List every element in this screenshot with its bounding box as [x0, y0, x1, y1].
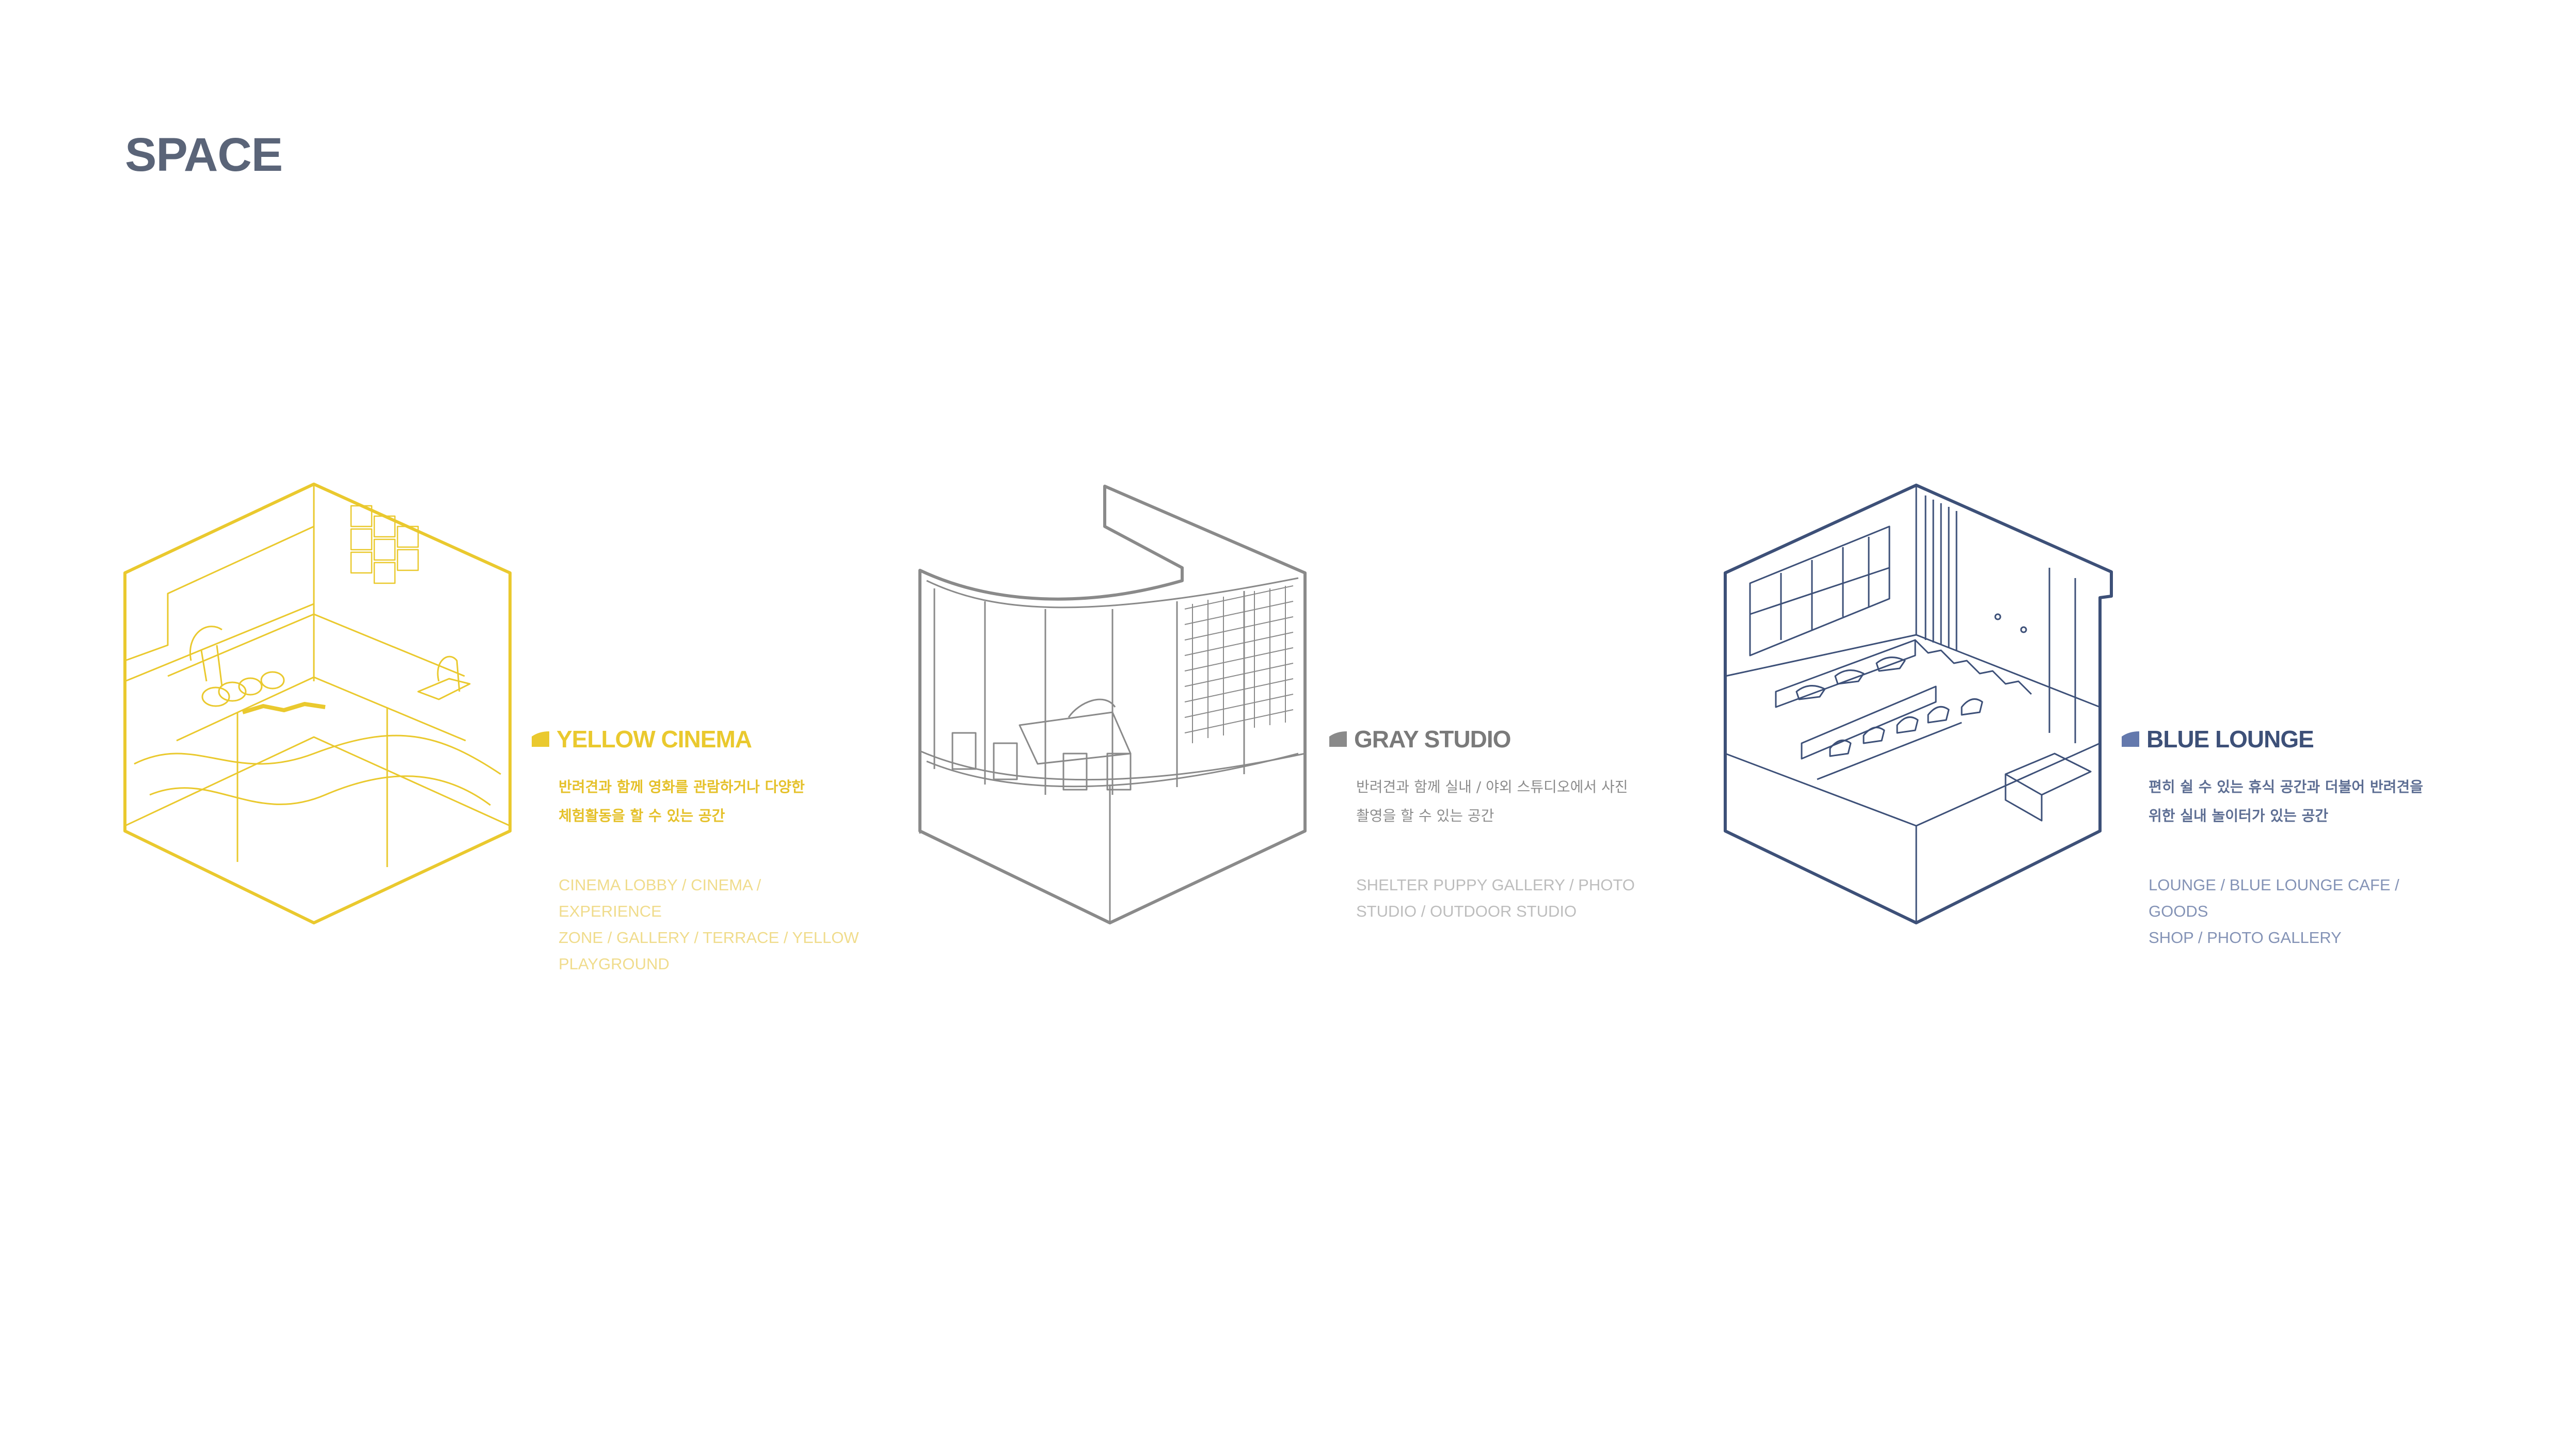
description-line: 반려견과 함께 영화를 관람하거나 다양한 — [559, 778, 805, 795]
description-line: 편히 쉴 수 있는 휴식 공간과 더불어 반려견을 — [2149, 778, 2423, 795]
page-title: SPACE — [125, 129, 283, 181]
tags-line: STUDIO / OUTDOOR STUDIO — [1356, 902, 1577, 920]
tags-line: SHOP / PHOTO GALLERY — [2149, 929, 2342, 947]
quarter-mark-icon — [1329, 731, 1347, 747]
yellow-cinema-description: 반려견과 함께 영화를 관람하거나 다양한 체험활동을 할 수 있는 공간 — [559, 773, 858, 830]
tags-line: SHELTER PUPPY GALLERY / PHOTO — [1356, 876, 1635, 894]
quarter-mark-icon — [532, 731, 549, 747]
description-line: 위한 실내 놀이터가 있는 공간 — [2149, 807, 2329, 824]
description-line: 체험활동을 할 수 있는 공간 — [559, 807, 725, 824]
yellow-cinema-tags: CINEMA LOBBY / CINEMA / EXPERIENCE ZONE … — [559, 872, 863, 977]
yellow-cinema-illustration — [119, 465, 532, 981]
tags-line: CINEMA LOBBY / CINEMA / EXPERIENCE — [559, 876, 761, 920]
blue-lounge-tags: LOUNGE / BLUE LOUNGE CAFE / GOODS SHOP /… — [2149, 872, 2453, 951]
yellow-cinema-title-row: YELLOW CINEMA — [532, 725, 862, 753]
blue-lounge-description: 편히 쉴 수 있는 휴식 공간과 더불어 반려견을 위한 실내 놀이터가 있는 … — [2149, 773, 2448, 830]
blue-lounge-title: BLUE LOUNGE — [2146, 726, 2314, 753]
description-line: 반려견과 함께 실내 / 야외 스튜디오에서 사진 — [1356, 778, 1628, 795]
quarter-mark-icon — [2122, 731, 2139, 747]
gray-studio-tags: SHELTER PUPPY GALLERY / PHOTO STUDIO / O… — [1356, 872, 1661, 924]
gray-studio-title-row: GRAY STUDIO — [1329, 725, 1660, 753]
gray-studio-illustration — [914, 465, 1327, 981]
yellow-cinema-title: YELLOW CINEMA — [556, 726, 752, 753]
tags-line: PLAYGROUND — [559, 955, 670, 973]
gray-studio-title: GRAY STUDIO — [1354, 726, 1511, 753]
description-line: 촬영을 할 수 있는 공간 — [1356, 807, 1494, 824]
tags-line: LOUNGE / BLUE LOUNGE CAFE / GOODS — [2149, 876, 2399, 920]
blue-lounge-label: BLUE LOUNGE 편히 쉴 수 있는 휴식 공간과 더불어 반려견을 위한… — [2122, 725, 2452, 951]
tags-line: ZONE / GALLERY / TERRACE / YELLOW — [559, 929, 859, 947]
gray-studio-label: GRAY STUDIO 반려견과 함께 실내 / 야외 스튜디오에서 사진 촬영… — [1329, 725, 1660, 924]
gray-studio-description: 반려견과 함께 실내 / 야외 스튜디오에서 사진 촬영을 할 수 있는 공간 — [1356, 773, 1656, 830]
yellow-cinema-label: YELLOW CINEMA 반려견과 함께 영화를 관람하거나 다양한 체험활동… — [532, 725, 862, 977]
blue-lounge-title-row: BLUE LOUNGE — [2122, 725, 2452, 753]
blue-lounge-illustration — [1719, 465, 2132, 981]
